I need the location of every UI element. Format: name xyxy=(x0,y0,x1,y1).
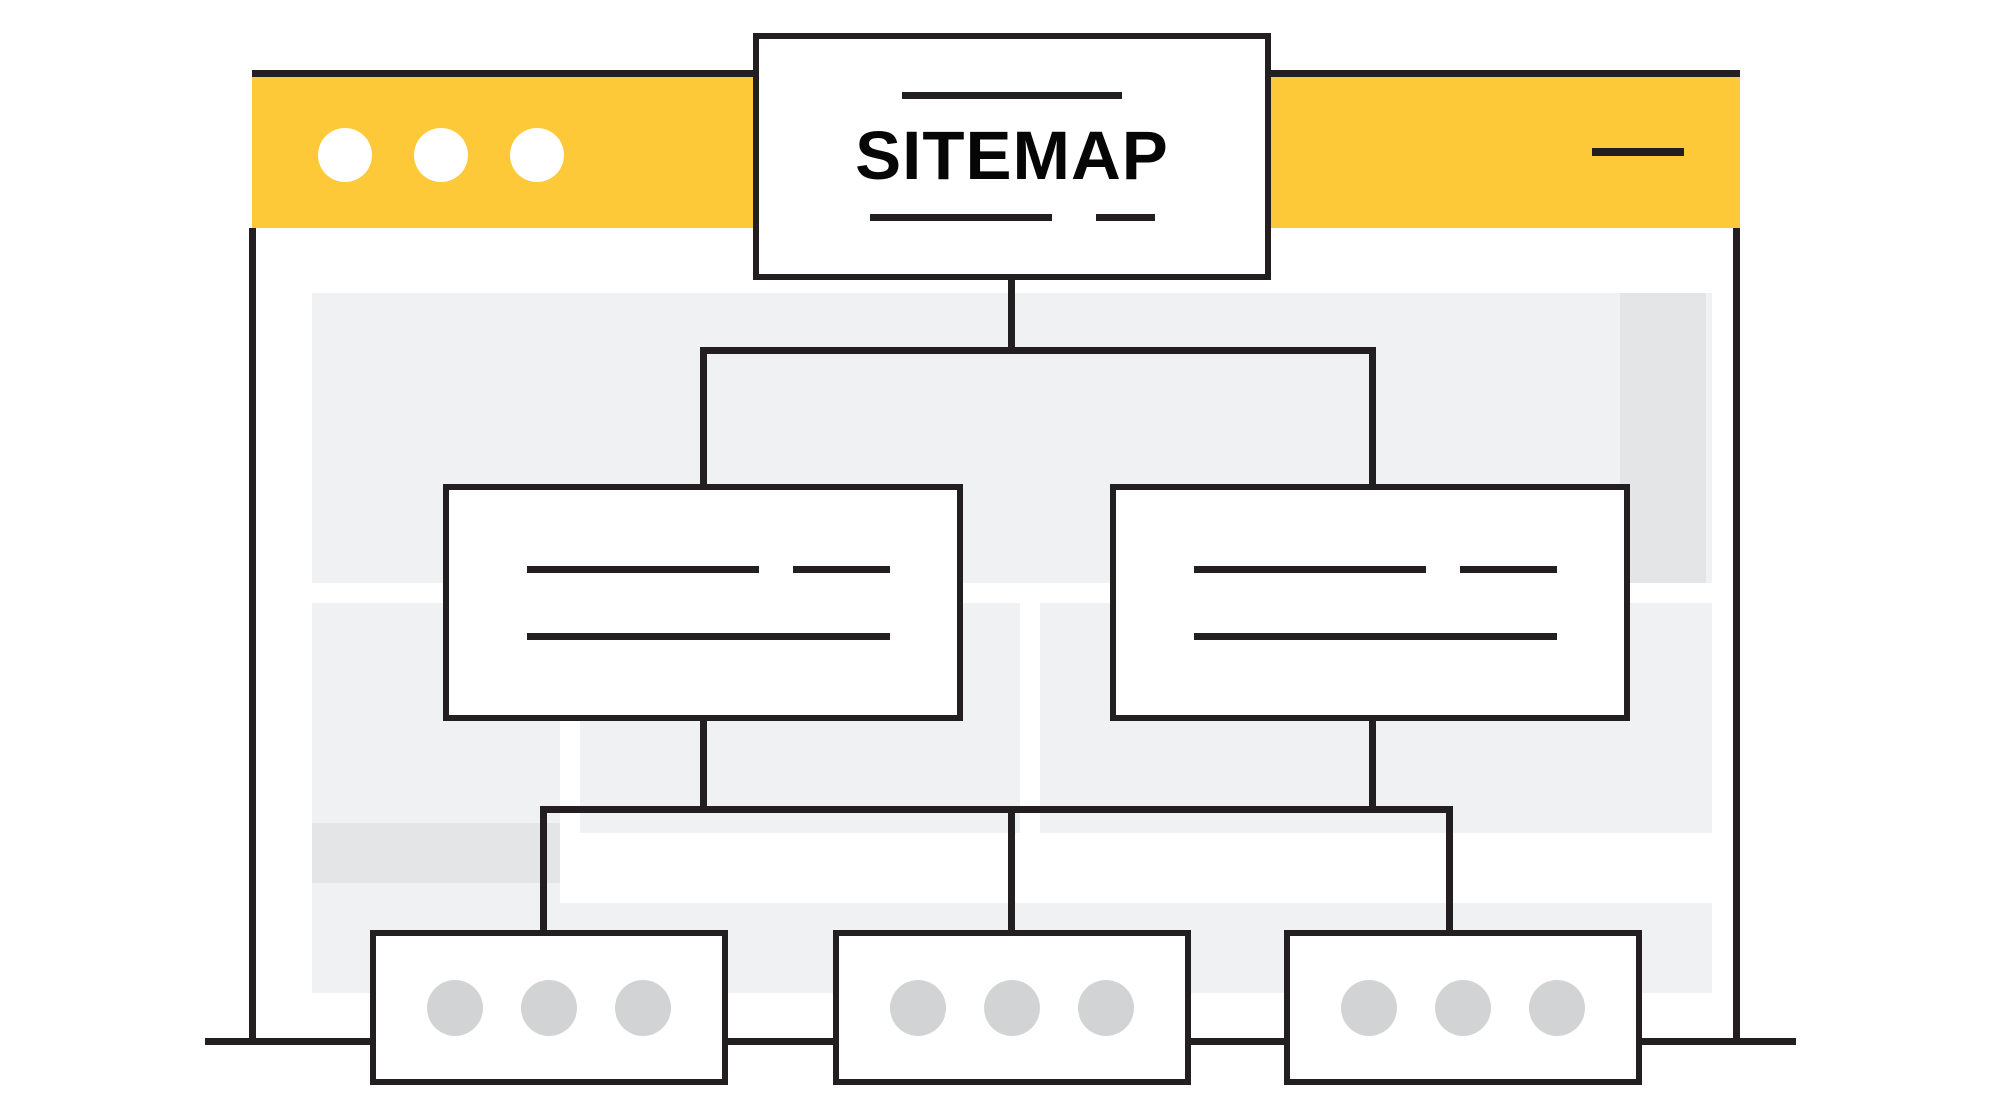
connector-level2-left-drop xyxy=(700,347,707,489)
connector-level2-bar xyxy=(700,347,1376,354)
leaf-two-dot-2 xyxy=(984,979,1040,1036)
minimize-button-icon[interactable] xyxy=(414,128,468,182)
sitemap-leaf-three-node[interactable] xyxy=(1284,930,1642,1085)
connector-leaf-three-drop xyxy=(1446,806,1453,936)
branch-right-line-full xyxy=(1194,632,1557,640)
branch-left-line-long xyxy=(527,565,759,573)
sitemap-branch-right-node[interactable] xyxy=(1110,484,1630,721)
sitemap-branch-left-node[interactable] xyxy=(443,484,963,721)
connector-leaf-two-drop xyxy=(1008,806,1015,936)
root-rule-top xyxy=(902,92,1122,99)
branch-left-line-short xyxy=(793,565,890,573)
leaf-one-dot-3 xyxy=(615,979,671,1036)
leaf-two-dot-3 xyxy=(1078,979,1134,1036)
root-rule-group xyxy=(869,214,1155,221)
root-rule-bottom-long xyxy=(869,214,1052,221)
branch-right-line-short xyxy=(1460,565,1557,573)
leaf-three-dot-3 xyxy=(1529,979,1585,1036)
connector-level2-right-drop xyxy=(1369,347,1376,489)
branch-right-row-2 xyxy=(1194,632,1557,640)
branch-left-line-full xyxy=(527,632,890,640)
window-minimize-icon[interactable] xyxy=(1592,148,1684,156)
connector-branch-left-drop xyxy=(700,716,707,812)
leaf-two-dot-1 xyxy=(890,979,946,1036)
right-rail-placeholder-block xyxy=(1620,293,1706,583)
root-rule-bottom-short xyxy=(1095,214,1155,221)
sitemap-leaf-two-node[interactable] xyxy=(833,930,1191,1085)
branch-left-row-1 xyxy=(527,565,890,573)
page-title: SITEMAP xyxy=(855,117,1169,194)
sitemap-root-node[interactable]: SITEMAP xyxy=(753,33,1271,280)
maximize-button-icon[interactable] xyxy=(510,128,564,182)
leaf-one-dot-2 xyxy=(521,979,577,1036)
leaf-one-dot-1 xyxy=(427,979,483,1036)
connector-branch-right-drop xyxy=(1369,716,1376,812)
leaf-three-dot-2 xyxy=(1435,979,1491,1036)
connector-root-drop xyxy=(1008,277,1015,353)
connector-leaf-one-drop xyxy=(540,806,547,936)
sitemap-leaf-one-node[interactable] xyxy=(370,930,728,1085)
branch-right-row-1 xyxy=(1194,565,1557,573)
branch-right-line-long xyxy=(1194,565,1426,573)
leaf-three-dot-1 xyxy=(1341,979,1397,1036)
branch-left-row-2 xyxy=(527,632,890,640)
window-base-line-right xyxy=(1726,1038,1796,1045)
close-button-icon[interactable] xyxy=(318,128,372,182)
window-base-line-left xyxy=(205,1038,265,1045)
connector-level3-bar xyxy=(540,806,1453,813)
left-column-footer-block xyxy=(312,823,560,883)
